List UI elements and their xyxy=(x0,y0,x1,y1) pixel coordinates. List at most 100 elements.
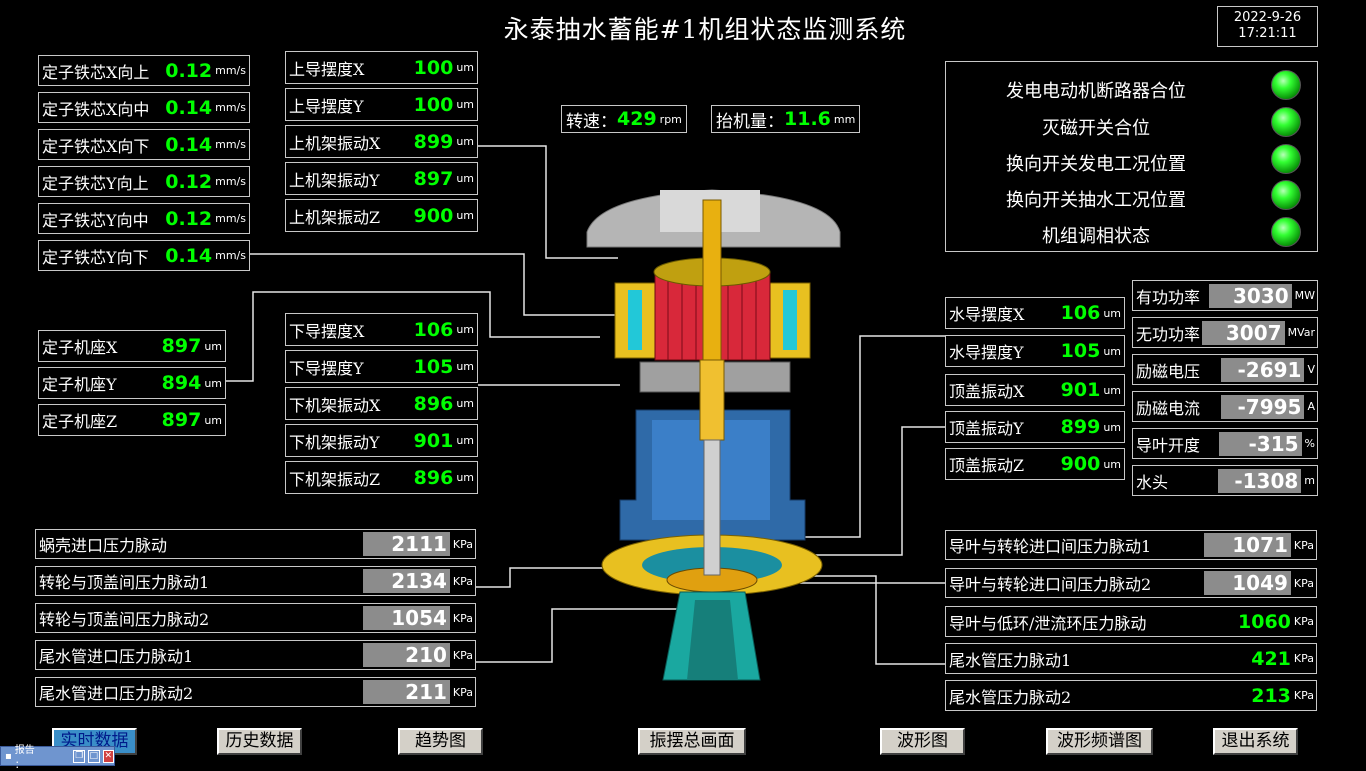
pressure_left-unit: KPa xyxy=(452,574,473,588)
water_guide-value: 105 xyxy=(1060,340,1101,362)
electrical-value: -315 xyxy=(1218,431,1302,456)
report-taskbar[interactable]: ▪ 报告 ： ❐ □ ✕ xyxy=(0,745,115,771)
nav-swing-overview[interactable]: 振摆总画面 xyxy=(638,728,746,755)
lift-label: 抬机量： xyxy=(716,111,784,132)
stator_base-unit: um xyxy=(204,376,222,390)
status-label-breaker: 发电电动机断路器合位 xyxy=(1006,81,1186,102)
pressure_left-label: 尾水管进口压力脉动2 xyxy=(39,684,194,703)
pressure_right_gray-label: 导叶与转轮进口间压力脉动1 xyxy=(949,537,1152,556)
lower_guide-label: 下机架振动X xyxy=(289,395,381,415)
stator_core-label: 定子铁芯Y向上 xyxy=(42,173,149,193)
stator_core-unit: mm/s xyxy=(215,249,246,262)
pressure_right_green-unit: KPa xyxy=(1293,615,1314,628)
stator_core-value: 0.12 xyxy=(165,207,213,230)
nav-exit-system[interactable]: 退出系统 xyxy=(1213,728,1298,755)
lower_guide-label: 下导摆度X xyxy=(289,321,365,341)
nav-waveform[interactable]: 波形图 xyxy=(880,728,965,755)
electrical-unit: m xyxy=(1304,474,1315,487)
pressure_left-value: 2111 xyxy=(362,532,450,556)
lift-display: 抬机量： 11.6 mm xyxy=(711,105,861,133)
stator_core-label: 定子铁芯X向下 xyxy=(42,136,150,156)
lift-unit: mm xyxy=(833,112,856,126)
upper_guide-label: 上机架振动Z xyxy=(289,207,381,227)
electrical-unit: V xyxy=(1307,363,1315,376)
restore-icon[interactable]: ❐ xyxy=(73,749,85,763)
water_guide-label: 水导摆度X xyxy=(949,305,1025,324)
stator_base-label: 定子机座Z xyxy=(42,412,118,431)
stator_core-value: 0.14 xyxy=(165,96,213,119)
pressure_left-value: 1054 xyxy=(362,606,450,630)
page-title: 永泰抽水蓄能#1机组状态监测系统 xyxy=(503,15,907,44)
pressure_left-unit: KPa xyxy=(452,537,473,551)
nav-trend-chart[interactable]: 趋势图 xyxy=(398,728,483,755)
stator_core-unit: mm/s xyxy=(215,138,246,151)
pressure_right_green-unit: KPa xyxy=(1293,652,1314,665)
nav-history-data[interactable]: 历史数据 xyxy=(217,728,302,755)
upper_guide-value: 900 xyxy=(413,204,454,227)
stator_core-value: 0.12 xyxy=(165,59,213,82)
stator_core-label: 定子铁芯Y向中 xyxy=(42,210,149,230)
stator_base-value: 897 xyxy=(161,335,202,357)
speed-unit: rpm xyxy=(659,112,682,126)
head_cover-label: 顶盖振动Z xyxy=(949,456,1025,475)
stator_base-value: 894 xyxy=(161,372,202,394)
lower_guide-value: 901 xyxy=(413,429,454,452)
stator_core-label: 定子铁芯Y向下 xyxy=(42,247,149,267)
electrical-label: 水头 xyxy=(1136,472,1169,492)
stator_core-value: 0.14 xyxy=(165,133,213,156)
upper_guide-value: 897 xyxy=(413,167,454,190)
close-icon[interactable]: ✕ xyxy=(102,749,115,763)
electrical-value: 3030 xyxy=(1208,283,1292,308)
electrical-value: -7995 xyxy=(1221,394,1305,419)
status-panel: 发电电动机断路器合位 灭磁开关合位 换向开关发电工况位置 换向开关抽水工况位置 … xyxy=(945,61,1318,252)
lower_guide-value: 896 xyxy=(413,392,454,415)
head_cover-unit: um xyxy=(1103,420,1121,434)
maximize-icon[interactable]: □ xyxy=(87,749,100,763)
electrical-label: 导叶开度 xyxy=(1136,435,1201,455)
pressure_left-unit: KPa xyxy=(452,648,473,662)
electrical-unit: % xyxy=(1304,437,1315,450)
water_guide-label: 水导摆度Y xyxy=(949,343,1024,362)
lower_guide-value: 896 xyxy=(413,466,454,489)
status-label-demagnetizing: 灭磁开关合位 xyxy=(1042,118,1150,139)
nav-waveform-spectrum[interactable]: 波形频谱图 xyxy=(1046,728,1153,755)
head_cover-unit: um xyxy=(1103,457,1121,471)
stator_core-value: 0.14 xyxy=(165,244,213,267)
electrical-label: 有功功率 xyxy=(1136,287,1201,307)
upper_guide-value: 899 xyxy=(413,130,454,153)
pressure_left-value: 210 xyxy=(362,643,450,667)
upper_guide-label: 上机架振动Y xyxy=(289,170,380,190)
stator_base-value: 897 xyxy=(161,409,202,431)
status-led-pump-mode xyxy=(1271,180,1301,210)
electrical-label: 无功功率 xyxy=(1136,324,1201,344)
electrical-row: 导叶开度 -315% xyxy=(1132,428,1318,459)
stator_core-unit: mm/s xyxy=(215,212,246,225)
lower_guide-label: 下导摆度Y xyxy=(289,358,364,378)
pressure_right_gray-label: 导叶与转轮进口间压力脉动2 xyxy=(949,575,1152,594)
pressure_right_gray-value: 1049 xyxy=(1203,571,1291,595)
lower_guide-unit: um xyxy=(456,323,474,336)
stator_core-unit: mm/s xyxy=(215,64,246,77)
pressure_right_green-label: 导叶与低环/泄流环压力脉动 xyxy=(949,613,1147,633)
stator_base-unit: um xyxy=(204,413,222,427)
